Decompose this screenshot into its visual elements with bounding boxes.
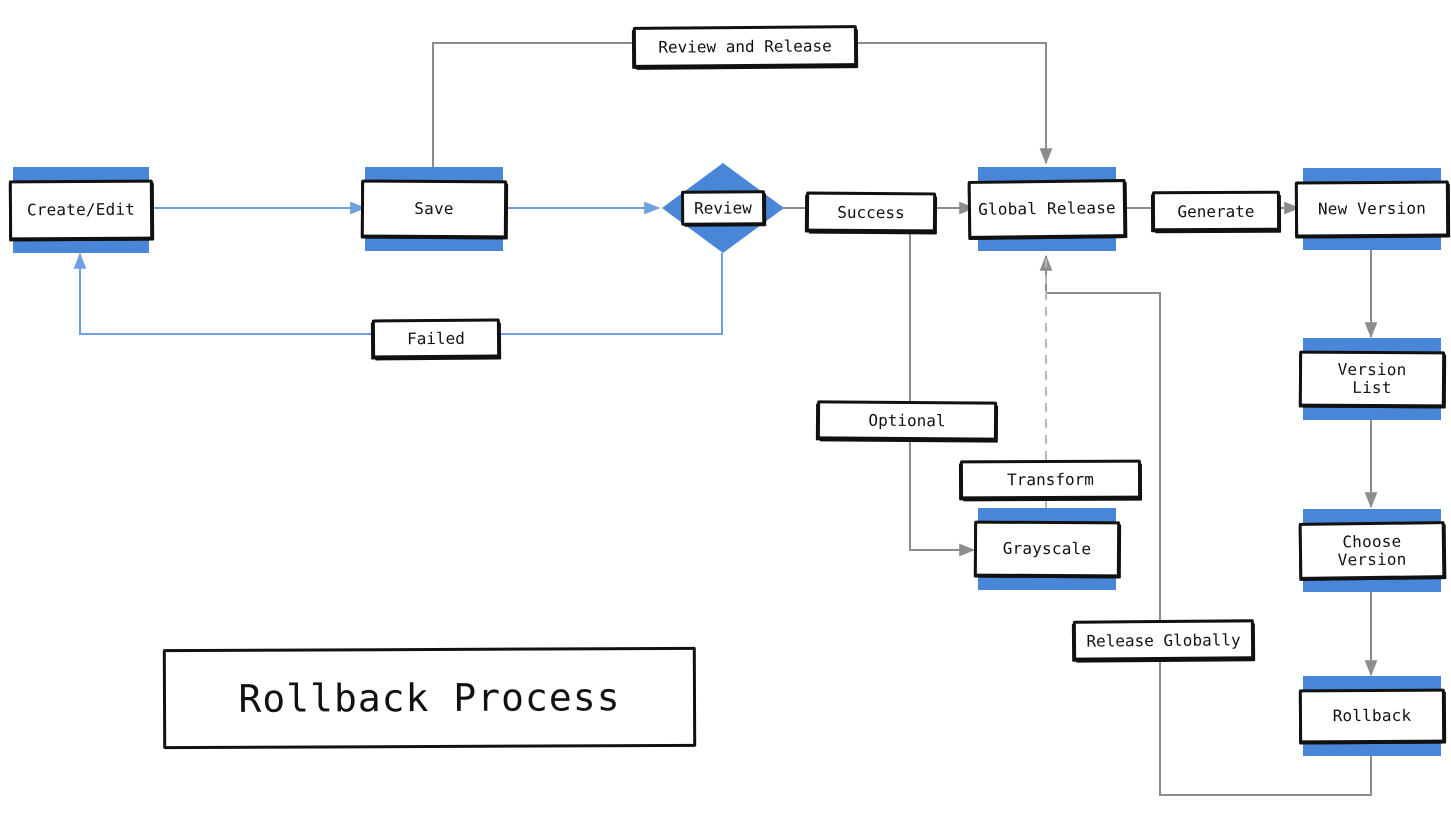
node-rollback[interactable]: Rollback [1298, 676, 1446, 756]
edge-label-release-globally: Release Globally [1072, 619, 1255, 661]
node-save-label: Save [360, 179, 508, 239]
edge-label-success: Success [805, 191, 937, 233]
node-choose-version-label: Choose Version [1298, 521, 1446, 580]
node-create-edit[interactable]: Create/Edit [8, 167, 154, 253]
edge-label-failed: Failed [371, 318, 501, 359]
edge-label-review-and-release: Review and Release [632, 25, 858, 68]
node-choose-version[interactable]: Choose Version [1298, 509, 1446, 592]
node-review-label: Review [680, 190, 766, 226]
title-plate-rollback-process: Rollback Process [162, 646, 697, 750]
node-version-list-label: Version List [1298, 350, 1446, 408]
node-rollback-label: Rollback [1298, 688, 1446, 744]
node-new-version[interactable]: New Version [1294, 168, 1450, 250]
edge-label-generate: Generate [1151, 190, 1281, 232]
node-version-list[interactable]: Version List [1298, 338, 1446, 420]
edge-success-to-grayscale [909, 228, 976, 557]
node-global-release-label: Global Release [967, 179, 1127, 239]
node-create-edit-label: Create/Edit [8, 179, 154, 241]
node-grayscale-label: Grayscale [973, 520, 1121, 578]
edge-rollback-to-global-release [1039, 254, 1372, 796]
node-review[interactable]: Review [662, 163, 784, 253]
node-new-version-label: New Version [1294, 180, 1450, 238]
node-save[interactable]: Save [360, 167, 508, 251]
node-global-release[interactable]: Global Release [967, 167, 1127, 251]
edge-label-transform: Transform [959, 459, 1142, 500]
edge-label-optional: Optional [816, 400, 998, 441]
node-grayscale[interactable]: Grayscale [973, 508, 1121, 590]
